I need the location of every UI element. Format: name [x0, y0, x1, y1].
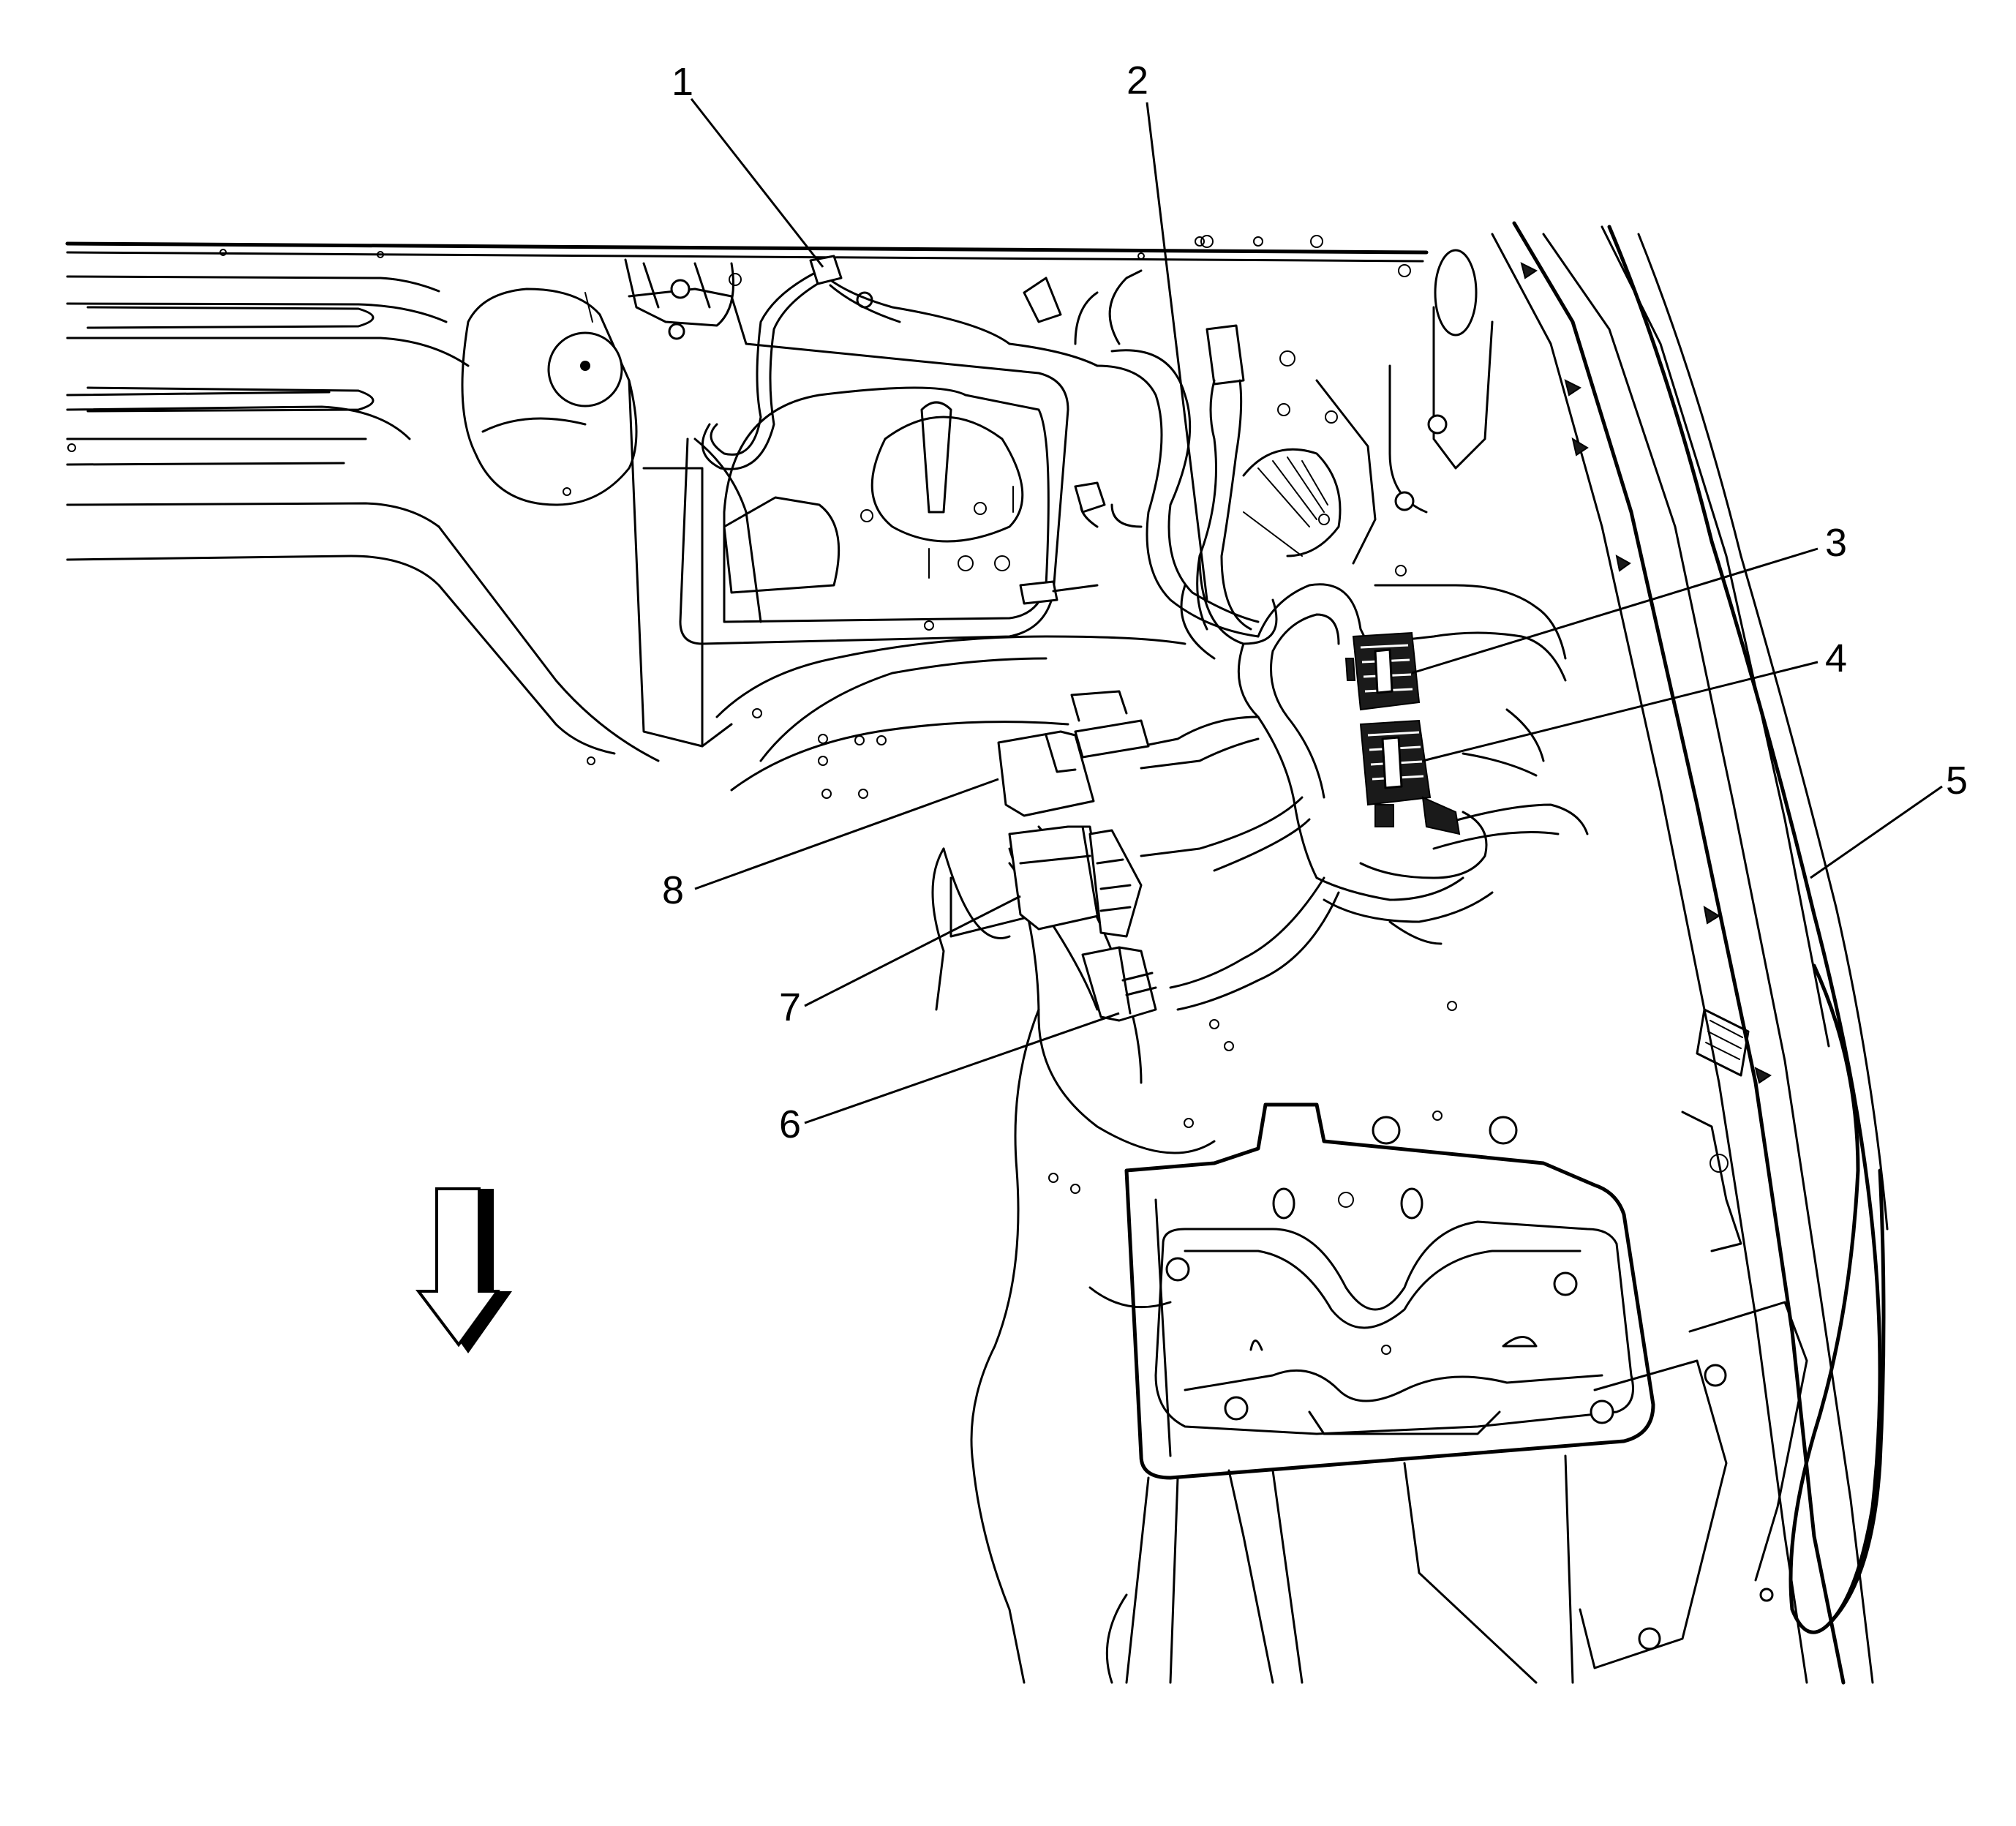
wheelhouse: [715, 635, 1234, 1684]
upper-right-bracket: [1200, 235, 1494, 576]
leader-5: [1810, 785, 1943, 879]
connector-8: [997, 690, 1150, 817]
leader-7: [804, 895, 1021, 1007]
upper-frame-rail: [65, 241, 1429, 762]
leader-4: [1422, 661, 1818, 762]
leader-3: [1411, 547, 1818, 675]
callout-2: 2: [1127, 59, 1148, 102]
callout-4: 4: [1825, 636, 1847, 680]
callout-1: 1: [672, 60, 693, 104]
callout-6: 6: [779, 1102, 801, 1146]
leader-2: [1146, 102, 1208, 601]
battery-tray: [1105, 1102, 1655, 1684]
leader-1: [690, 98, 824, 268]
connector-7: [1008, 825, 1143, 938]
center-panel: [628, 288, 1069, 748]
callout-3: 3: [1825, 521, 1847, 565]
left-mount-bracket: [461, 288, 638, 506]
wiring-harness: [701, 255, 1589, 1011]
leader-8: [694, 778, 999, 890]
callout-8: 8: [662, 868, 684, 912]
connector-4: [1359, 719, 1461, 835]
leader-6: [804, 1012, 1120, 1124]
callout-leaders: [690, 98, 1943, 1124]
connector-3: [1344, 631, 1421, 711]
fasteners: [219, 236, 1457, 1194]
callout-5: 5: [1946, 759, 1968, 803]
callout-7: 7: [779, 985, 801, 1029]
down-arrow-icon: [415, 1187, 512, 1353]
callout-labels: 1 2 3 4 5 6 7 8: [662, 59, 1968, 1146]
upper-center-bracket: [584, 258, 742, 340]
connector-6: [1081, 946, 1157, 1022]
right-side-rail: [1491, 221, 1889, 1685]
